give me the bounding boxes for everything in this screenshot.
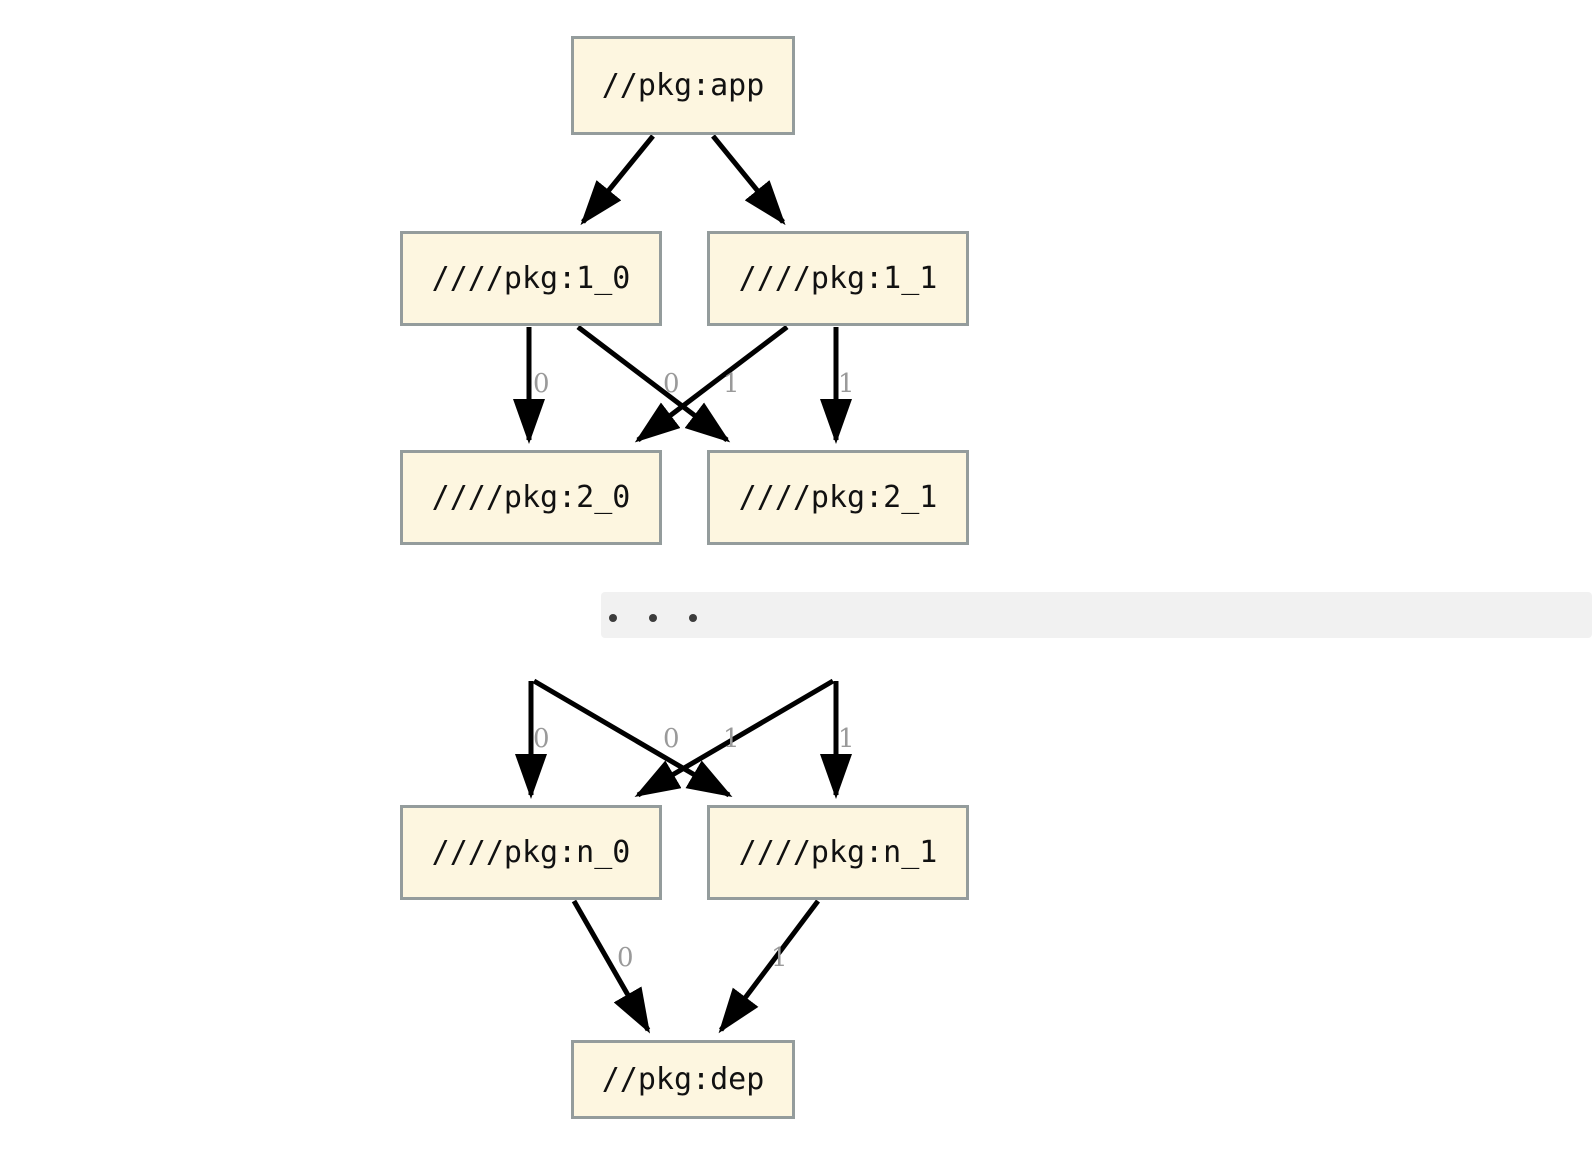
node-label: //pkg:dep [601,1062,765,1097]
node-pkg-1_0[interactable]: ////pkg:1_0 [400,231,662,326]
node-pkg-2_1[interactable]: ////pkg:2_1 [707,450,969,545]
node-pkg-dep[interactable]: //pkg:dep [571,1040,795,1119]
node-label: ////pkg:n_0 [431,835,631,870]
edge-label-upper-1a: 1 [723,369,740,399]
node-label: ////pkg:2_0 [431,480,631,515]
edge-above-to-n_1-cross [532,678,733,798]
node-label: ////pkg:1_1 [738,261,938,296]
node-label: ////pkg:1_0 [431,261,631,296]
node-label: //pkg:app [601,68,765,103]
edge-label-upper-0b: 0 [663,369,680,399]
edge-label-lower-0a: 0 [533,724,550,754]
edge-label-dep-1: 1 [771,943,788,973]
ellipsis-icon [609,614,729,622]
edge-n_0-to-dep [571,899,651,1034]
edge-label-lower-1b: 1 [838,724,855,754]
node-pkg-n_1[interactable]: ////pkg:n_1 [707,805,969,900]
edge-app-to-1_1 [711,134,786,226]
node-pkg-app[interactable]: //pkg:app [571,36,795,135]
edge-n_1-to-dep [718,899,820,1034]
edge-label-upper-0a: 0 [533,369,550,399]
edge-label-lower-1a: 1 [723,724,740,754]
edge-label-lower-0b: 0 [663,724,680,754]
edge-app-to-1_0 [580,134,655,226]
node-pkg-n_0[interactable]: ////pkg:n_0 [400,805,662,900]
node-label: ////pkg:2_1 [738,480,938,515]
node-label: ////pkg:n_1 [738,835,938,870]
ellipsis-dot-2 [649,614,657,622]
node-pkg-1_1[interactable]: ////pkg:1_1 [707,231,969,326]
truncation-band [601,592,1592,638]
edge-label-dep-0: 0 [617,943,634,973]
edge-1_0-to-2_1 [576,325,731,443]
ellipsis-dot-1 [609,614,617,622]
edge-1_1-to-2_0 [634,325,789,443]
node-pkg-2_0[interactable]: ////pkg:2_0 [400,450,662,545]
ellipsis-dot-3 [689,614,697,622]
edge-label-upper-1b: 1 [838,369,855,399]
edge-above-to-n_0-cross [634,678,835,798]
